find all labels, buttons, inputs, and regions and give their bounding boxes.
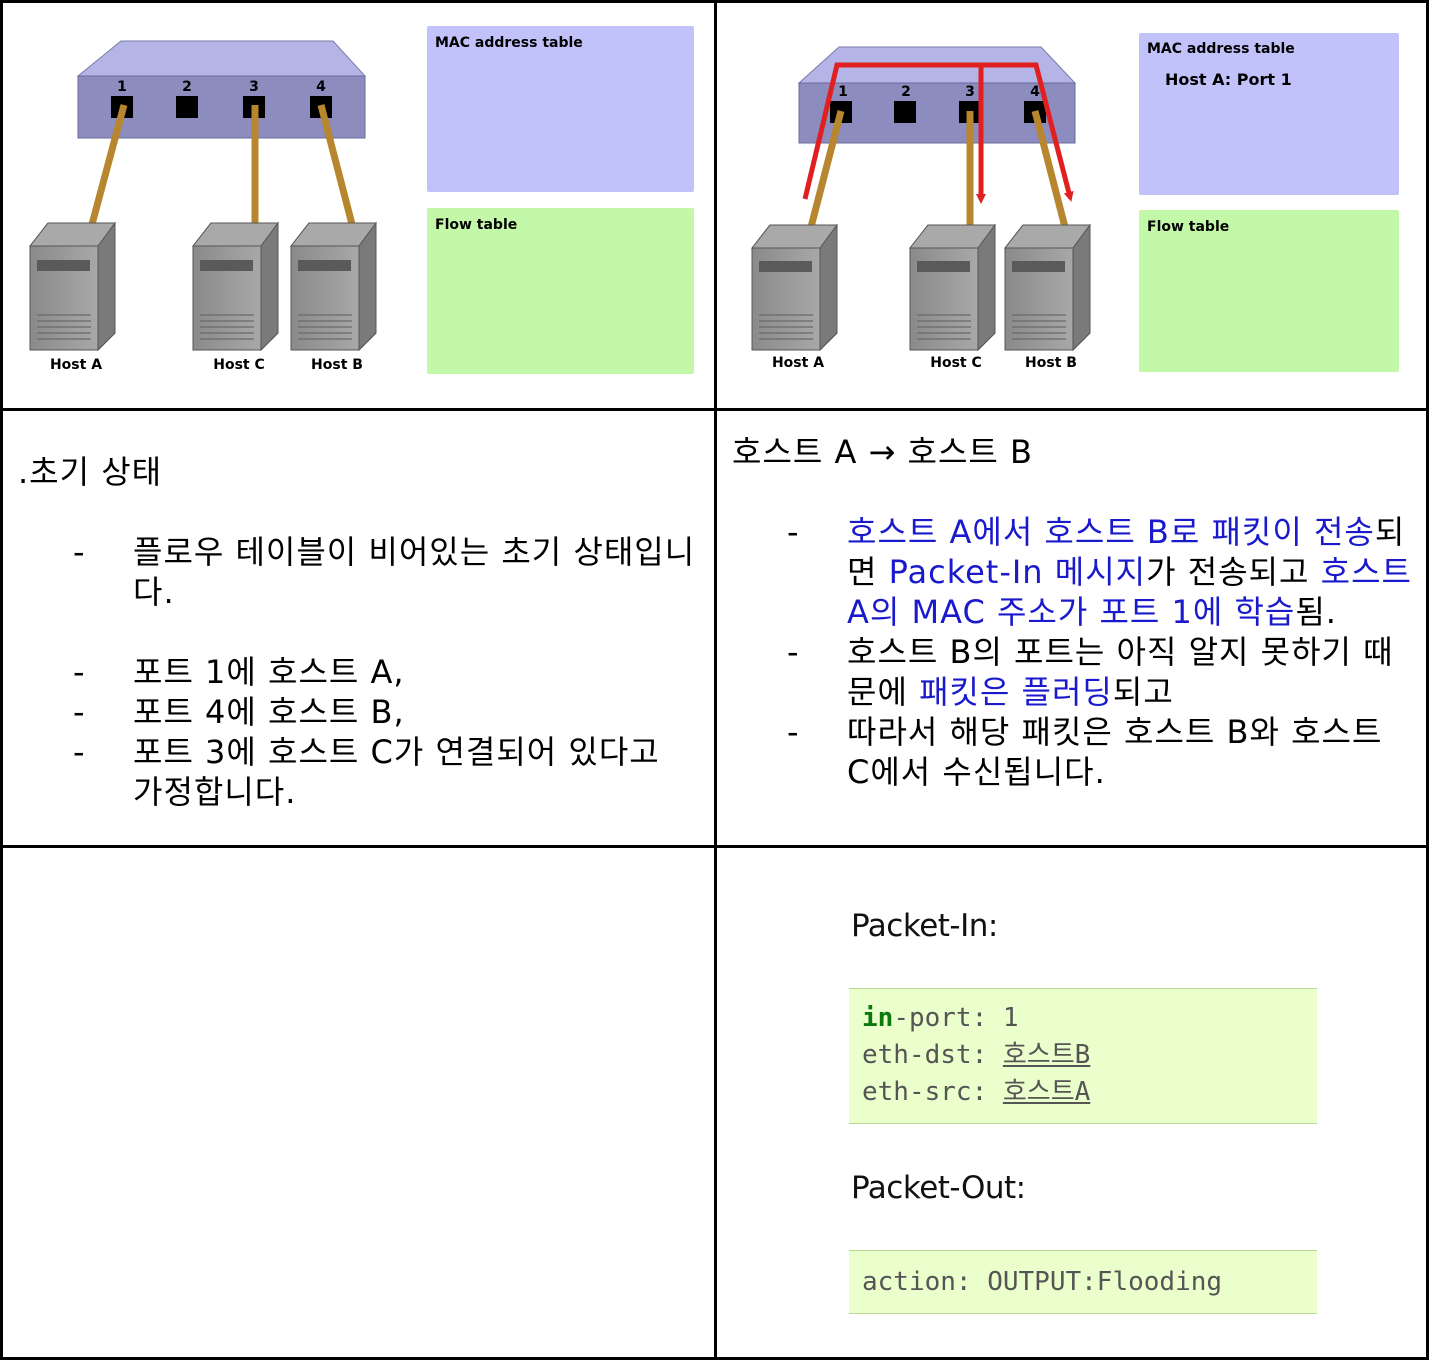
mac-table-title: MAC address table: [435, 35, 583, 51]
switch-icon: 1 2 3 4: [797, 46, 1077, 144]
initial-state-heading: .초기 상태: [18, 453, 163, 491]
flow-table: [427, 208, 694, 374]
port-label-4: 4: [316, 79, 326, 95]
switch-port-2: [176, 96, 198, 118]
server-icon-host-a: [750, 223, 838, 352]
host-label-c: Host C: [930, 355, 982, 371]
mac-table-entry: Host A: Port 1: [1165, 70, 1292, 89]
host-label-b: Host B: [1025, 355, 1077, 371]
packet-in-line-3: eth-src: 호스트A: [862, 1077, 1091, 1107]
cable-host-a: [806, 110, 845, 232]
initial-state-description: .초기 상태 -플로우 테이블이 비어있는 초기 상태입니다. -포트 1에 호…: [18, 452, 698, 812]
flood-arrow-to-host-b: [802, 62, 1074, 202]
flooding-list: -호스트 A에서 호스트 B로 패킷이 전송되면 Packet-In 메시지가 …: [732, 512, 1412, 792]
host-label-c: Host C: [213, 357, 265, 373]
port-label-3: 3: [249, 79, 259, 95]
list-item: -따라서 해당 패킷은 호스트 B와 호스트 C에서 수신됩니다.: [787, 713, 1383, 791]
packet-out-code: action: OUTPUT:Flooding: [849, 1250, 1317, 1314]
list-item: -플로우 테이블이 비어있는 초기 상태입니다.: [73, 533, 696, 611]
switch-port-2: [894, 101, 916, 123]
server-icon-host-c: [908, 223, 996, 352]
cable-host-a: [87, 104, 128, 229]
list-item: -호스트 B의 포트는 아직 알지 못하기 때문에 패킷은 플러딩되고: [787, 633, 1394, 711]
packet-out-line-1: action: OUTPUT:Flooding: [862, 1267, 1223, 1297]
port-assignment-list: -포트 1에 호스트 A, -포트 4에 호스트 B, -포트 3에 호스트 C…: [18, 652, 698, 812]
port-label-3: 3: [965, 84, 975, 100]
server-icon-host-b: [1003, 223, 1091, 352]
flooding-heading: 호스트 A → 호스트 B: [732, 433, 1033, 471]
server-icon-host-b: [289, 221, 377, 352]
port-label-1: 1: [117, 79, 127, 95]
list-item: -포트 4에 호스트 B,: [73, 693, 405, 731]
packet-in-line-2: eth-dst: 호스트B: [862, 1040, 1091, 1070]
cables: [87, 104, 357, 229]
flooding-diagram: 1 2 3 4 Host A Host C Host B: [750, 33, 1399, 372]
flooding-description: 호스트 A → 호스트 B -호스트 A에서 호스트 B로 패킷이 전송되면 P…: [732, 432, 1412, 792]
packet-out-title: Packet-Out:: [851, 1170, 1026, 1206]
grid-line-middle: [714, 0, 717, 1360]
packet-in-code: in-port: 1 eth-dst: 호스트B eth-src: 호스트A: [849, 988, 1317, 1124]
host-label-a: Host A: [772, 355, 824, 371]
cables: [806, 110, 1070, 232]
port-label-2: 2: [182, 79, 192, 95]
server-icon-host-a: [28, 221, 116, 352]
host-label-a: Host A: [50, 357, 102, 373]
packet-in-line-1: in-port: 1: [862, 1003, 1019, 1033]
mac-address-table: [1139, 33, 1399, 195]
initial-state-diagram: 1 2 3 4 Host A Host C Host B MAC add: [28, 26, 694, 374]
flow-table-title: Flow table: [1147, 219, 1229, 235]
list-item: -포트 3에 호스트 C가 연결되어 있다고 가정합니다.: [73, 733, 660, 811]
port-label-1: 1: [838, 84, 848, 100]
mac-address-table: [427, 26, 694, 192]
flood-arrows: [802, 62, 1074, 204]
flow-table-title: Flow table: [435, 217, 517, 233]
packet-in-title: Packet-In:: [851, 908, 998, 944]
port-label-2: 2: [901, 84, 911, 100]
port-label-4: 4: [1030, 84, 1040, 100]
flow-table: [1139, 210, 1399, 372]
list-item: -호스트 A에서 호스트 B로 패킷이 전송되면 Packet-In 메시지가 …: [787, 513, 1412, 631]
list-item: -포트 1에 호스트 A,: [73, 653, 405, 691]
cable-host-b: [317, 104, 357, 229]
mac-table-title: MAC address table: [1147, 41, 1295, 57]
host-label-b: Host B: [311, 357, 363, 373]
server-icon-host-c: [191, 221, 279, 352]
grid-line-left: [0, 0, 3, 1360]
initial-state-list: -플로우 테이블이 비어있는 초기 상태입니다.: [18, 532, 698, 612]
cable-host-b: [1031, 110, 1070, 232]
grid-line-right: [1426, 0, 1429, 1360]
